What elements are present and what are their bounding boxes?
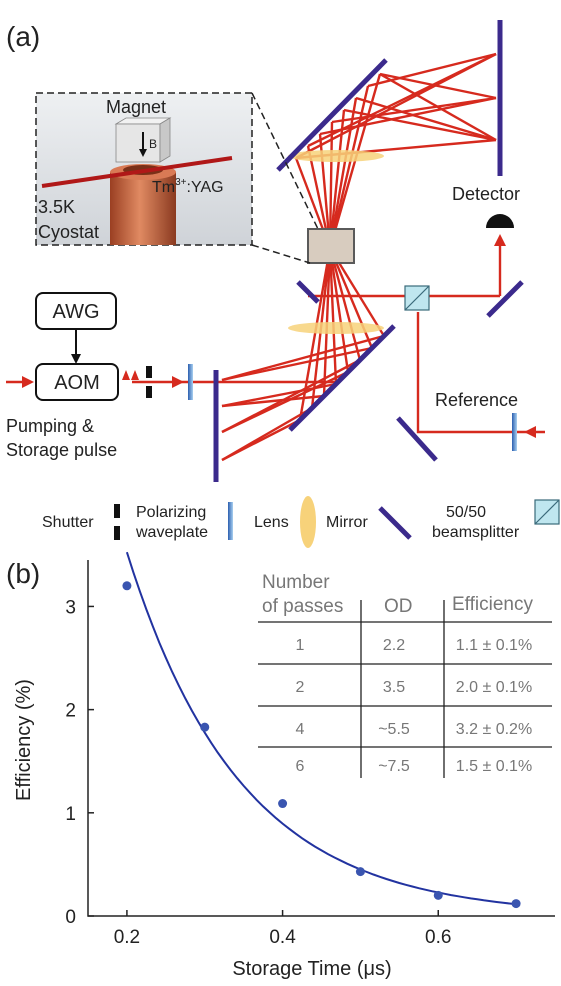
aom-box <box>35 363 119 401</box>
aom-label: AOM <box>54 372 100 394</box>
cryostat-label: Cyostat <box>38 222 99 242</box>
pulse-marks <box>122 370 139 380</box>
legend-lens-icon <box>300 496 316 548</box>
reference-label: Reference <box>435 390 518 410</box>
table-header-passes: of passes <box>262 596 343 617</box>
crystal-sample <box>307 228 355 264</box>
y-tick-label: 1 <box>65 804 76 825</box>
lens-upper <box>288 150 384 162</box>
mirror-reference <box>396 416 438 462</box>
mirrors <box>213 20 524 482</box>
data-point <box>200 722 210 732</box>
data-point <box>355 867 365 877</box>
y-tick-label: 3 <box>65 597 76 618</box>
table-cell: ~7.5 <box>378 758 410 775</box>
legend-bs-label-1: 50/50 <box>446 504 486 521</box>
table-cell: 1.5 ± 0.1% <box>456 758 532 775</box>
table-cell: 4 <box>296 721 305 738</box>
input-waveplate <box>188 364 193 400</box>
x-tick-label: 0.2 <box>114 927 140 948</box>
laser-beams <box>132 52 545 462</box>
x-axis-label: Storage Time (μs) <box>232 958 391 980</box>
efficiency-chart: 0.2 0.4 0.6 0 1 2 3 Storage Time (μs) Efficie… <box>13 551 555 980</box>
legend-shutter-icon <box>114 504 120 518</box>
table-cell: 3.2 ± 0.2% <box>456 721 532 738</box>
passes-table: Number of passes OD Efficiency 1 2.2 1.1 ±… <box>258 572 552 778</box>
crystal-label: Tm3+:YAG <box>152 177 224 196</box>
table-cell: 2.0 ± 0.1% <box>456 679 532 696</box>
reference-waveplate <box>512 413 517 451</box>
pulse-label-2: Storage pulse <box>6 440 117 460</box>
mirror-output <box>486 280 524 318</box>
table-cell: 3.5 <box>383 679 405 696</box>
table-rows: 1 2.2 1.1 ± 0.1% 2 3.5 2.0 ± 0.1% 4 ~5.5 3.2 ± 0… <box>296 637 533 775</box>
data-points <box>122 581 521 909</box>
legend-waveplate-icon <box>228 502 233 540</box>
table-cell: 2 <box>296 679 305 696</box>
magnet-illustration <box>114 117 172 163</box>
field-label: B <box>149 137 157 151</box>
table-cell: 1 <box>296 637 305 654</box>
inset-beam <box>41 156 233 188</box>
awg-to-aom-arrow <box>71 354 81 364</box>
mirror-bottom-right <box>288 324 396 432</box>
mirror-small-left <box>296 280 320 304</box>
y-axis-label: Efficiency (%) <box>13 679 35 801</box>
data-point <box>278 799 288 809</box>
lens-lower <box>288 322 384 334</box>
awg-label: AWG <box>52 301 99 323</box>
pulse-label-1: Pumping & <box>6 416 94 436</box>
detector-icon <box>486 214 514 228</box>
legend-lens-label: Lens <box>254 514 289 531</box>
y-tick-label: 0 <box>65 907 76 928</box>
legend-mirror-label: Mirror <box>326 514 368 531</box>
legend-shutter-label: Shutter <box>42 514 94 531</box>
legend-bs-label-2: beamsplitter <box>432 524 520 541</box>
table-cell: 1.1 ± 0.1% <box>456 637 532 654</box>
zoom-line-bottom <box>251 244 311 264</box>
x-ticks: 0.2 0.4 0.6 <box>114 910 451 948</box>
table-cell: 6 <box>296 758 305 775</box>
shutter <box>146 366 152 398</box>
legend-waveplate-label-2: waveplate <box>135 524 208 541</box>
x-tick-label: 0.4 <box>269 927 296 948</box>
table-header-efficiency: Efficiency <box>452 594 533 615</box>
zoom-line-top <box>251 92 319 230</box>
beamsplitter-main <box>404 285 430 311</box>
fit-curve <box>125 551 517 906</box>
panel-a-label: (a) <box>6 21 40 52</box>
legend: Shutter Polarizing waveplate Lens Mirror… <box>42 496 560 548</box>
x-tick-label: 0.6 <box>425 927 451 948</box>
table-header-od: OD <box>384 596 413 617</box>
data-point <box>122 581 132 591</box>
detector-label: Detector <box>452 184 520 204</box>
panel-b-label: (b) <box>6 558 40 589</box>
y-ticks: 0 1 2 3 <box>65 597 94 928</box>
y-tick-label: 2 <box>65 701 76 722</box>
mirror-top-left <box>276 58 388 172</box>
data-point <box>433 890 443 900</box>
table-cell: ~5.5 <box>378 721 410 738</box>
table-cell: 2.2 <box>383 637 405 654</box>
legend-mirror-icon <box>378 506 412 540</box>
legend-waveplate-label-1: Polarizing <box>136 504 206 521</box>
table-header-number: Number <box>262 572 330 593</box>
data-point <box>511 899 521 909</box>
magnet-label: Magnet <box>106 97 166 117</box>
temp-label: 3.5K <box>38 197 75 217</box>
